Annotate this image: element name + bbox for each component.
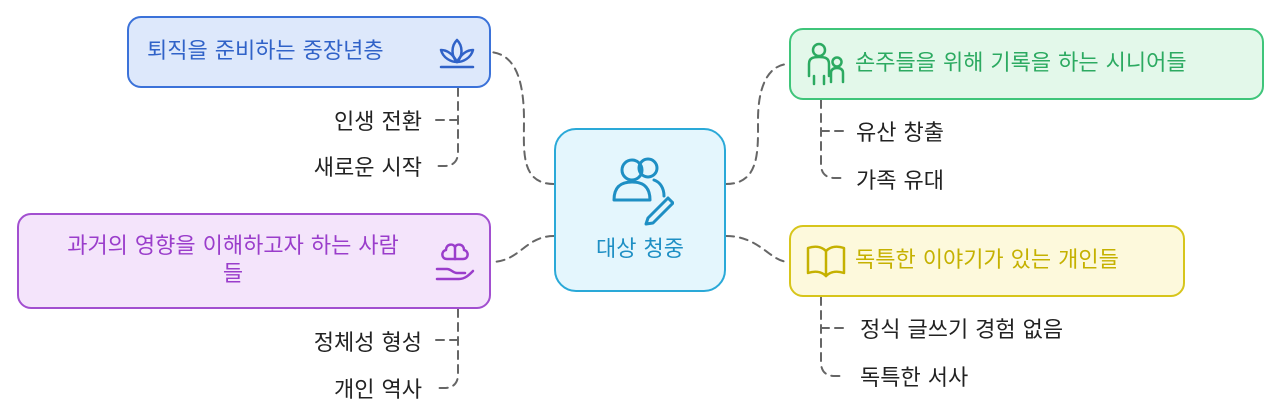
connector-center-tl [490,51,555,185]
connector-bl-children [435,308,459,389]
users-edit-icon [612,157,674,226]
branch-label-line-2: 들 [222,262,244,287]
branch-label: 독특한 이야기가 있는 개인들 [855,248,1119,273]
lotus-icon [439,38,475,69]
branch-label: 손주들을 위해 기록을 하는 시니어들 [855,51,1187,76]
center-label: 대상 청중 [596,237,684,262]
brain-hand-icon [435,243,475,281]
child-label: 독특한 서사 [860,366,969,391]
child-label: 인생 전환 [334,110,422,135]
connector-center-br [725,235,790,263]
connector-center-tr [725,63,790,185]
child-label: 가족 유대 [856,169,944,194]
branch-understand-past[interactable]: 과거의 영향을 이해하고자 하는 사람 들 [17,213,491,309]
child-label: 유산 창출 [856,121,944,146]
child-label: 정체성 형성 [313,331,422,356]
branch-retirement-prep[interactable]: 퇴직을 준비하는 중장년층 [127,16,491,88]
branch-label: 퇴직을 준비하는 중장년층 [147,39,384,64]
connector-tr-children [820,99,845,179]
branch-label: 과거의 영향을 이해하고자 하는 사람 들 [33,233,433,289]
branch-unique-stories[interactable]: 독특한 이야기가 있는 개인들 [789,225,1185,297]
branch-label-line-1: 과거의 영향을 이해하고자 하는 사람 [67,234,399,259]
center-node-audience[interactable]: 대상 청중 [554,128,726,292]
connector-tl-children [435,87,459,167]
open-book-icon [806,245,846,278]
grandparent-child-icon [807,42,845,86]
branch-seniors-recording[interactable]: 손주들을 위해 기록을 하는 시니어들 [789,28,1264,100]
connector-br-children [820,296,845,377]
child-label: 새로운 시작 [313,156,422,181]
child-label: 정식 글쓰기 경험 없음 [860,318,1064,343]
child-label: 개인 역사 [334,378,422,403]
connector-center-bl [490,235,555,263]
